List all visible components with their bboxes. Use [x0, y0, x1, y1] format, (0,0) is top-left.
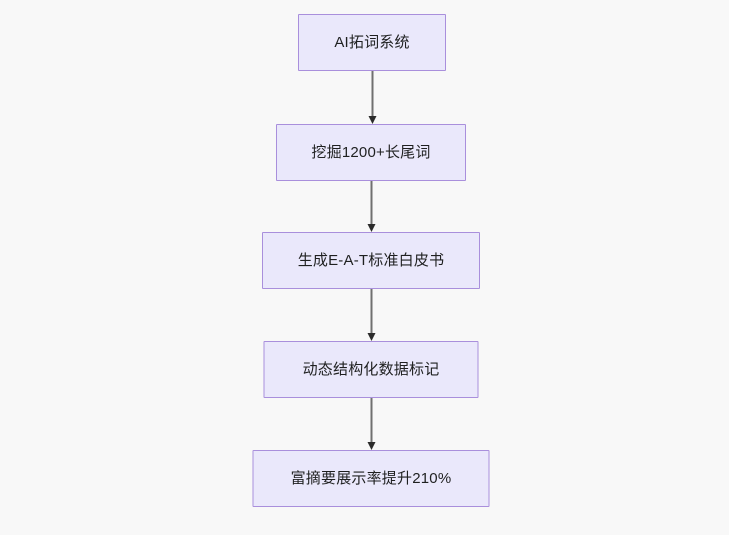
flow-connector [368, 71, 377, 124]
arrow-head-icon [367, 333, 375, 341]
flow-node[interactable]: 挖掘1200+长尾词 [276, 124, 466, 181]
connector-line [370, 398, 372, 442]
flow-node[interactable]: 富摘要展示率提升210% [252, 450, 490, 507]
arrow-head-icon [367, 224, 375, 232]
flow-node[interactable]: 生成E-A-T标准白皮书 [262, 232, 480, 289]
flow-connector [367, 289, 376, 341]
arrow-head-icon [368, 116, 376, 124]
flow-node-label: AI拓词系统 [334, 34, 410, 51]
flow-node[interactable]: 动态结构化数据标记 [263, 341, 479, 398]
flow-node[interactable]: AI拓词系统 [298, 14, 446, 71]
connector-line [371, 71, 373, 116]
flow-node-label: 挖掘1200+长尾词 [311, 144, 431, 161]
flow-node-label: 生成E-A-T标准白皮书 [297, 252, 445, 269]
connector-line [370, 289, 372, 333]
flow-node-label: 动态结构化数据标记 [302, 361, 440, 378]
flow-connector [367, 398, 376, 450]
connector-line [370, 181, 372, 224]
flow-connector [367, 181, 376, 232]
arrow-head-icon [367, 442, 375, 450]
flow-node-label: 富摘要展示率提升210% [290, 470, 452, 487]
